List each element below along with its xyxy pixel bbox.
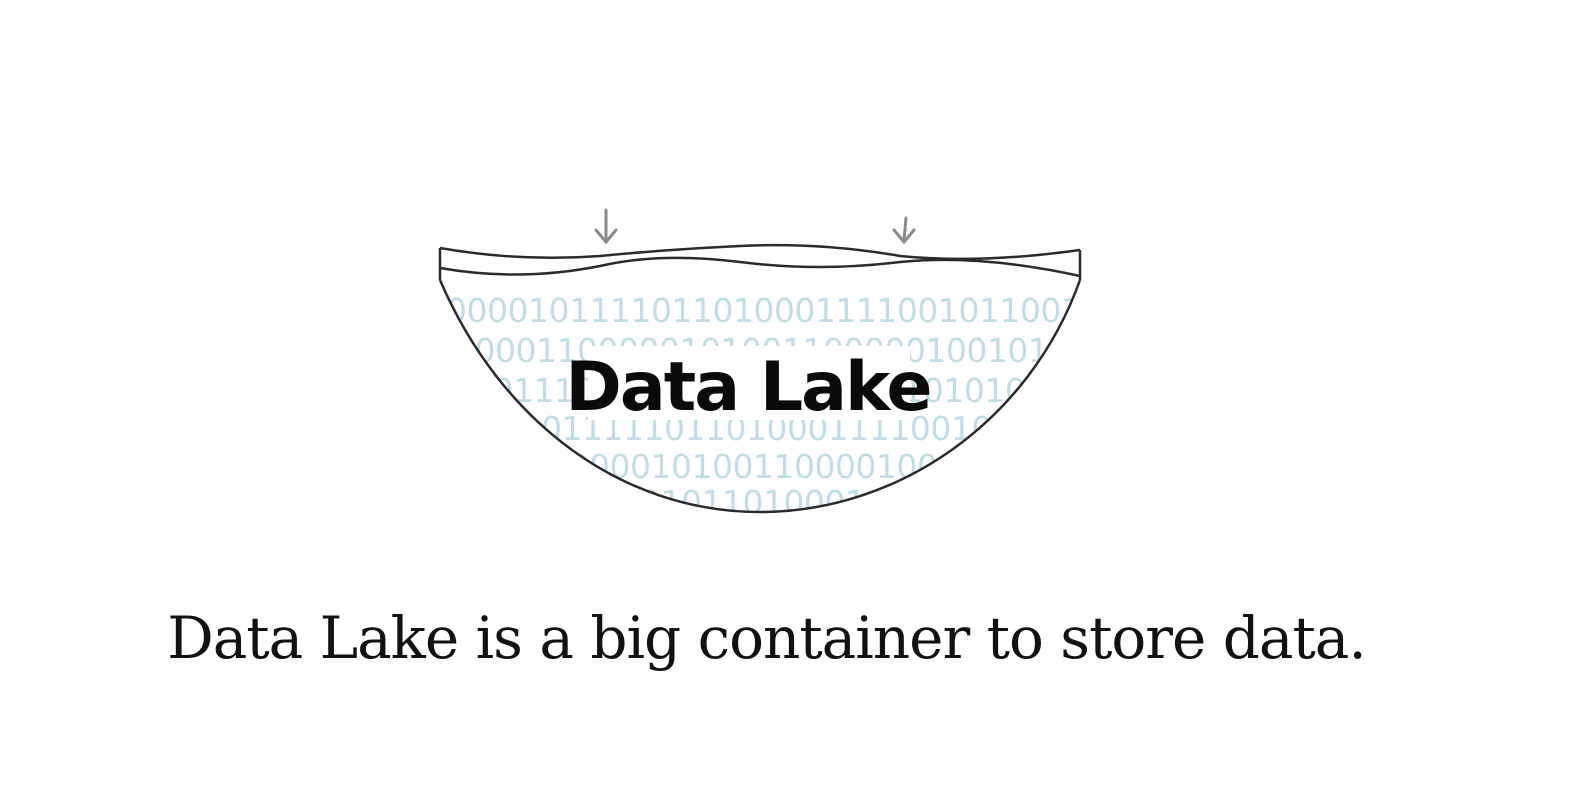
water-surface-top xyxy=(439,243,1081,261)
water-surface-bottom xyxy=(439,256,1081,278)
down-arrow-icon xyxy=(892,216,916,245)
diagram-title: Data Lake xyxy=(565,348,930,427)
title-backdrop xyxy=(588,346,910,420)
binary-row: 0000101111011010001111001011001 xyxy=(446,291,1081,330)
lake-bowl-outline xyxy=(438,279,1082,514)
down-arrow-icon xyxy=(594,208,618,245)
caption-text: Data Lake is a big container to store da… xyxy=(167,604,1367,672)
caption: Data Lake is a big container to store da… xyxy=(0,604,1569,672)
